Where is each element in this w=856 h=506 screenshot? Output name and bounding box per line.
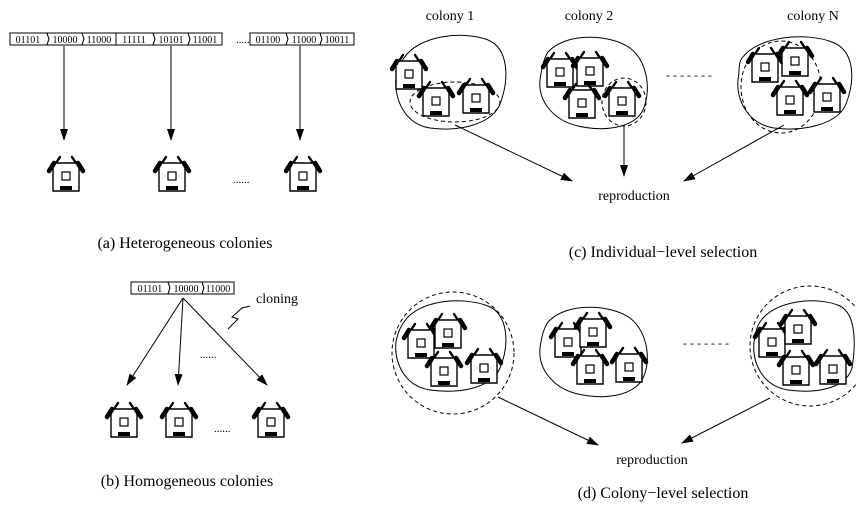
robot-icon [254,403,288,437]
caption-b: (b) Homogeneous colonies [101,473,273,490]
selection-circle [749,285,856,407]
genome-group-1: 01101 10000 11000 [9,32,117,46]
selection-circle [391,291,515,415]
arrow [497,396,599,446]
robot-icon [49,157,83,191]
robot-icon [427,352,461,386]
genome-segment: 10000 [53,35,78,46]
robot-icon [419,82,453,116]
colony-label: colony 1 [426,9,475,24]
genome-segment: 11000 [206,284,231,295]
colony-2-boundary [539,306,648,398]
reproduction-label: reproduction [598,189,670,204]
selection-circle [409,81,501,123]
arrow [681,397,771,444]
arrow [182,297,268,386]
genome-segment: 01100 [256,35,281,46]
robot-icon [286,157,320,191]
colony-1-boundary [395,300,507,392]
panel-b: 01101 10000 11000 ...... cloning ...... … [101,281,298,490]
robot-icon [459,79,493,113]
robot-icon [573,52,607,86]
genome-segment: 10101 [159,35,184,46]
robot-ellipsis: ...... [214,423,231,435]
genome-segment: 01101 [16,35,41,46]
robot-ellipsis: ...... [233,174,250,186]
robot-icon [565,84,599,118]
robot-icon [773,81,807,115]
cloning-label: cloning [256,292,298,307]
panel-d: - - - - - - - reproduction (d) Colony−le… [391,285,856,502]
dashes: - - - - - - - [666,68,712,82]
arrow [174,297,184,386]
genome-segment: 11001 [193,35,218,46]
robot-icon [543,53,577,87]
caption-d: (d) Colony−level selection [578,485,749,502]
arrow-ellipsis: ...... [200,349,217,361]
colony-2-boundary [539,36,648,130]
caption-a: (a) Heterogeneous colonies [97,235,272,252]
genome-group-2: 11111 10101 11001 [115,32,223,46]
genome-segment: 11000 [87,35,112,46]
colony-label: colony 2 [565,9,614,24]
robot-icon [431,314,465,348]
dashes: - - - - - - - [683,336,729,350]
genome-segment: 01101 [138,284,163,295]
reproduction-label: reproduction [616,453,688,468]
colony-n-boundary [753,300,855,392]
cloning-squiggle [227,305,251,330]
arrow [683,124,785,182]
robot-icon [612,348,646,382]
genome-segment: 10011 [325,35,350,46]
robot-icon [779,351,813,385]
robot-icon [392,55,426,89]
robot-icon [810,78,844,112]
genome-segment: 11111 [122,35,146,46]
genome-segment: 11000 [292,35,317,46]
robot-icon [816,350,850,384]
robot-icon [107,403,141,437]
colony-n-boundary [737,36,853,130]
genome: 01101 10000 11000 [130,281,235,295]
robot-icon [755,323,789,357]
robot-icon [467,349,501,383]
arrow [126,297,184,386]
arrow [454,124,573,182]
caption-c: (c) Individual−level selection [569,244,758,261]
panel-a: 01101 10000 11000 11111 10101 11001 ....… [9,32,355,252]
robot-icon [573,350,607,384]
robot-icon [162,403,196,437]
robot-icon [576,313,610,347]
genome-ellipsis: ...... [236,34,253,46]
panel-c: colony 1 colony 2 colony N - - - - - - -… [392,9,853,261]
robot-icon [155,157,189,191]
robot-icon [781,310,815,344]
colony-label: colony N [787,9,839,24]
robot-icon [778,42,812,76]
robot-icon [605,82,639,116]
robot-icon [748,48,782,82]
genome-segment: 10000 [174,284,199,295]
genome-group-3: 01100 11000 10011 [249,32,355,46]
